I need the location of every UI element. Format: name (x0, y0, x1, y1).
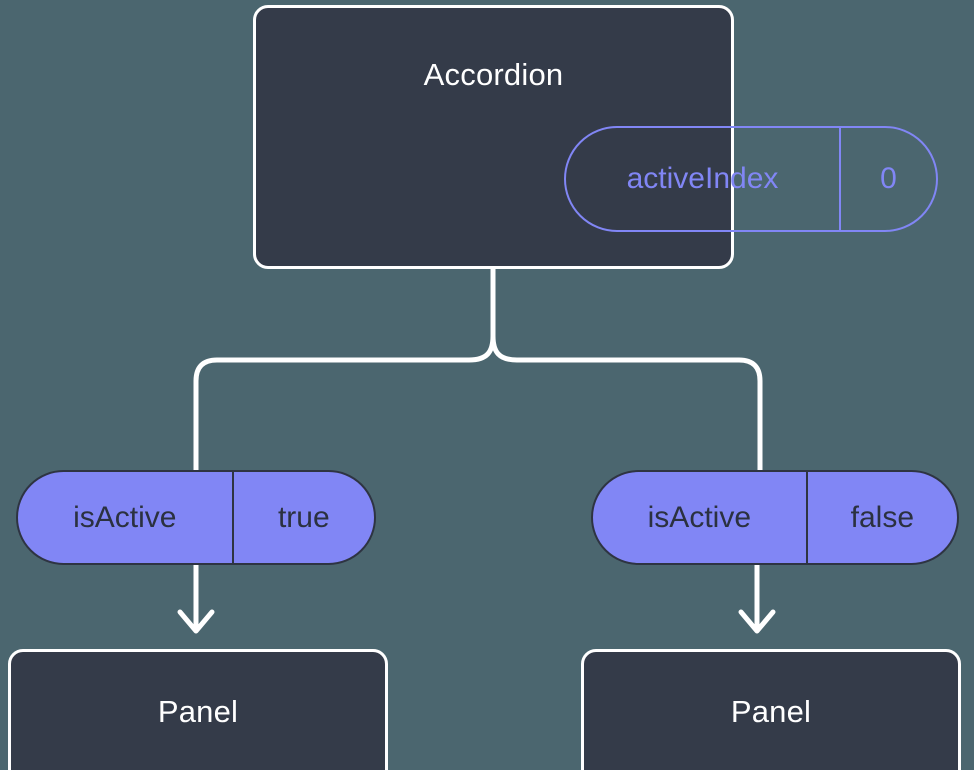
state-pill-is-active-false-key: isActive (647, 500, 751, 534)
edge-root-fork (490, 266, 763, 473)
node-panel-right[interactable]: Panel (581, 649, 961, 770)
state-pill-is-active-true-key: isActive (73, 500, 177, 534)
state-pill-is-active-true-value: true (231, 472, 374, 563)
node-panel-right-title: Panel (730, 694, 812, 729)
node-panel-left-title: Panel (157, 694, 239, 729)
node-panel-left[interactable]: Panel (8, 649, 388, 770)
state-pill-is-active-false[interactable]: isActive false (591, 470, 959, 565)
arrowhead-left-panel (177, 609, 215, 634)
prop-pill-active-index[interactable]: activeIndex 0 (564, 126, 938, 232)
node-accordion[interactable]: Accordion activeIndex 0 (253, 5, 938, 269)
node-accordion-title: Accordion (423, 57, 564, 92)
prop-pill-active-index-value: 0 (839, 128, 936, 230)
prop-pill-active-index-key: activeIndex (626, 162, 779, 195)
arrowhead-right-panel (738, 609, 776, 634)
state-pill-is-active-false-value: false (805, 472, 957, 563)
state-pill-is-active-true[interactable]: isActive true (16, 470, 376, 565)
edge-root-fork-left (193, 333, 496, 473)
